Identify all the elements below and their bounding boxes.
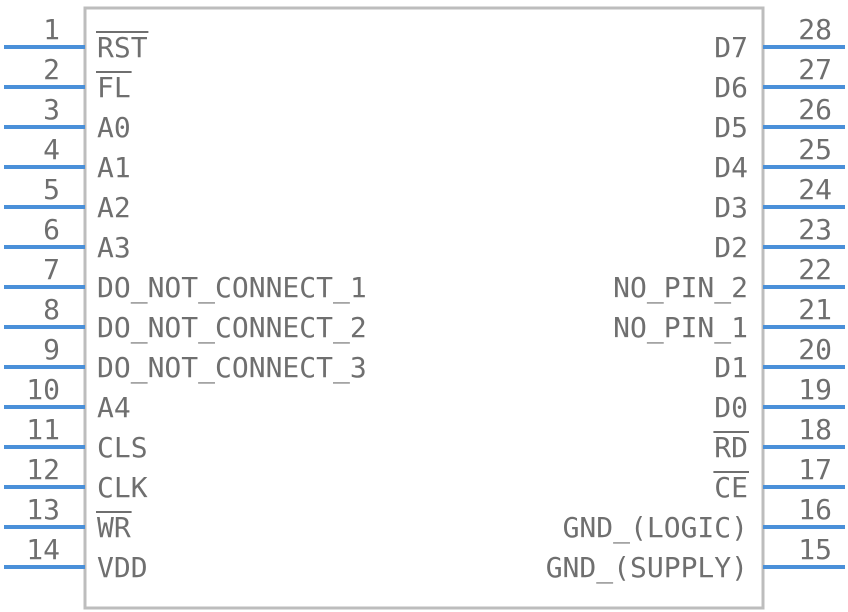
pin-label-a0: A0 — [97, 111, 131, 144]
pin-number-5: 5 — [43, 173, 60, 206]
pin-number-19: 19 — [798, 373, 832, 406]
pin-label-wr: WR — [97, 511, 131, 544]
pin-label-a3: A3 — [97, 231, 131, 264]
pin-number-10: 10 — [26, 373, 60, 406]
pin-number-28: 28 — [798, 13, 832, 46]
pin-label-d1: D1 — [714, 351, 748, 384]
pin-number-27: 27 — [798, 53, 832, 86]
pin-label-rd: RD — [714, 431, 748, 464]
pin-number-17: 17 — [798, 453, 832, 486]
pin-number-1: 1 — [43, 13, 60, 46]
pin-label-d7: D7 — [714, 31, 748, 64]
pin-number-11: 11 — [26, 413, 60, 446]
pin-label-do-not-connect-2: DO_NOT_CONNECT_2 — [97, 311, 367, 345]
pin-number-23: 23 — [798, 213, 832, 246]
pin-label-gnd-logic: GND_(LOGIC) — [563, 511, 748, 545]
pin-number-12: 12 — [26, 453, 60, 486]
pin-label-d2: D2 — [714, 231, 748, 264]
pin-number-22: 22 — [798, 253, 832, 286]
ic-body — [83, 6, 765, 610]
pin-label-do-not-connect-1: DO_NOT_CONNECT_1 — [97, 271, 367, 305]
pin-label-no-pin-1: NO_PIN_1 — [613, 311, 748, 345]
pin-label-fl: FL — [97, 71, 131, 104]
pin-label-d4: D4 — [714, 151, 748, 184]
pin-label-a2: A2 — [97, 191, 131, 224]
pin-number-13: 13 — [26, 493, 60, 526]
pin-label-rst: RST — [97, 31, 148, 64]
pin-label-cls: CLS — [97, 431, 148, 464]
pin-number-9: 9 — [43, 333, 60, 366]
pin-label-d5: D5 — [714, 111, 748, 144]
pin-number-16: 16 — [798, 493, 832, 526]
pin-number-3: 3 — [43, 93, 60, 126]
pin-number-26: 26 — [798, 93, 832, 126]
pin-number-21: 21 — [798, 293, 832, 326]
pin-label-vdd: VDD — [97, 551, 148, 584]
pin-number-25: 25 — [798, 133, 832, 166]
pin-label-no-pin-2: NO_PIN_2 — [613, 271, 748, 305]
pin-number-2: 2 — [43, 53, 60, 86]
pin-label-d0: D0 — [714, 391, 748, 424]
pin-label-a4: A4 — [97, 391, 131, 424]
pin-number-14: 14 — [26, 533, 60, 566]
pin-label-clk: CLK — [97, 471, 148, 504]
pin-label-d6: D6 — [714, 71, 748, 104]
pin-number-20: 20 — [798, 333, 832, 366]
pin-label-ce: CE — [714, 471, 748, 504]
pin-number-24: 24 — [798, 173, 832, 206]
pin-number-6: 6 — [43, 213, 60, 246]
pin-label-do-not-connect-3: DO_NOT_CONNECT_3 — [97, 351, 367, 385]
pin-label-a1: A1 — [97, 151, 131, 184]
pin-label-gnd-supply: GND_(SUPPLY) — [546, 551, 748, 585]
pin-number-7: 7 — [43, 253, 60, 286]
pin-number-18: 18 — [798, 413, 832, 446]
pin-number-15: 15 — [798, 533, 832, 566]
pin-label-d3: D3 — [714, 191, 748, 224]
pin-number-4: 4 — [43, 133, 60, 166]
pin-number-8: 8 — [43, 293, 60, 326]
